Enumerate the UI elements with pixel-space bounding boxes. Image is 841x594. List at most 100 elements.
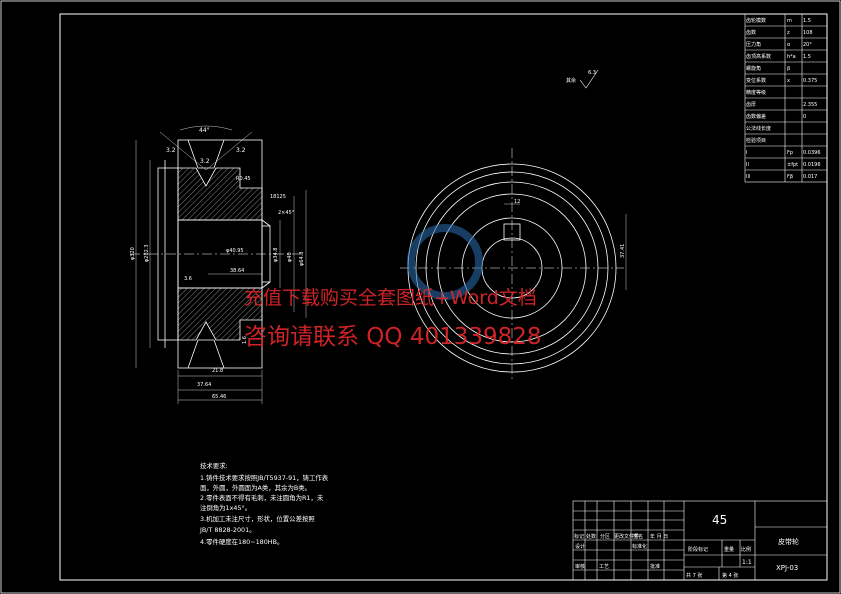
param-cell: 0.0396 — [803, 150, 821, 156]
watermark-line-1: 充值下载购买全套图纸+Word文档 — [244, 287, 537, 309]
param-cell: Fβ — [787, 174, 793, 180]
param-cell: z — [787, 30, 790, 36]
notes-line-1: 1.铸件技术要求按照JB/T5937-91，铸工作表 — [200, 473, 329, 482]
param-cell: 齿数偏差 — [746, 113, 766, 120]
dim-roughness-left: 3.6 — [184, 276, 192, 282]
label-change: 更改文件号 — [614, 533, 639, 540]
dim-groove-bottom: 1.6 — [242, 336, 248, 344]
param-cell: 公法线长度 — [746, 125, 771, 132]
param-cell: 0.375 — [803, 78, 817, 84]
param-cell: 齿轮模数 — [746, 17, 766, 24]
dim-hub-small: φ40.95 — [226, 248, 244, 254]
param-cell: 变位系数 — [746, 77, 766, 84]
label-date: 年 月 日 — [650, 533, 668, 540]
param-cell: β — [787, 66, 790, 72]
inner-border — [59, 13, 828, 581]
param-cell: Fp — [787, 150, 793, 156]
param-cell: 压力角 — [746, 41, 761, 48]
dim-pitch: φ282.3 — [144, 244, 150, 262]
watermark-logo — [407, 224, 483, 300]
tech-notes: 技术要求: 1.铸件技术要求按照JB/T5937-91，铸工作表 面，外圆，外圆… — [199, 461, 329, 546]
dim-bottom-width: 37.64 — [197, 382, 211, 388]
label-process: 工艺 — [599, 564, 609, 570]
dim-r-right: 3.2 — [236, 147, 246, 154]
dim-groove-depth: 21.8 — [212, 368, 223, 374]
label-zone: 分区 — [600, 533, 610, 540]
bottom-groove — [187, 339, 225, 369]
param-cell: 1.5 — [803, 54, 811, 60]
finish-value: 6.3 — [588, 70, 596, 76]
dim-texts: 44° 3.2 3.2 3.2 R0.45 18125 2×45° φ40.95… — [130, 70, 626, 400]
label-count: 处数 — [586, 533, 596, 540]
sheet-total: 共 7 张 — [686, 572, 702, 579]
param-cell: 精度等级 — [746, 89, 766, 96]
notes-title: 技术要求: — [200, 461, 228, 470]
dim-bore-right: 37.41 — [620, 244, 626, 258]
dim-chamfer-top: R0.45 — [236, 176, 251, 182]
param-cell: 2.355 — [803, 102, 817, 108]
material: 45 — [712, 513, 727, 527]
top-groove — [187, 139, 225, 169]
dim-key-width: 12 — [514, 199, 520, 205]
notes-line-6: JB/T 8828-2001。 — [199, 526, 256, 534]
dim-width-top: 18125 — [270, 194, 286, 200]
dim-bore: φ40 — [287, 252, 293, 262]
stage-mark: 阶段标记 — [688, 546, 708, 553]
param-cell: 检验项目 — [746, 137, 766, 144]
label-design: 设计 — [575, 543, 585, 550]
param-cell: x — [787, 78, 790, 84]
keyway-line-2 — [261, 281, 271, 289]
dim-groove-top: 3.2 — [200, 158, 210, 165]
param-cell: 0 — [803, 114, 806, 120]
param-cell: 齿数 — [746, 29, 756, 36]
param-cell: 齿厚 — [746, 102, 756, 108]
label-approve: 批准 — [650, 563, 660, 570]
param-cell: I — [746, 150, 747, 156]
scale: 1:1 — [742, 559, 752, 566]
param-cell: 0.017 — [803, 174, 817, 180]
notes-line-7: 4.零件硬度在180~180HB。 — [200, 537, 283, 546]
dim-hub-len: 38.64 — [230, 268, 244, 274]
dim-angle: 44° — [199, 127, 210, 134]
front-view — [400, 69, 627, 380]
dim-outer: φ320 — [130, 247, 136, 260]
label-mark: 标记 — [574, 533, 584, 540]
param-cell: 齿顶高系数 — [746, 53, 771, 60]
notes-line-3: 2.零件表面不得有毛刺，未注圆角为R1，未 — [200, 493, 324, 502]
section-view — [130, 125, 307, 404]
sheet-no: 第 4 张 — [722, 572, 738, 579]
finish-label: 其余 — [566, 77, 576, 84]
param-cell: II — [746, 162, 749, 168]
keyway-line — [261, 219, 271, 227]
notes-line-2: 面，外圆，外圆面为A类，其余为B类。 — [200, 483, 311, 492]
label-review: 审核 — [575, 563, 585, 570]
param-cell: ±fpt — [787, 162, 798, 168]
title-block — [572, 500, 828, 581]
param-cell: III — [746, 174, 750, 180]
param-cell: h*a — [787, 54, 796, 60]
finish-symbol — [579, 69, 599, 89]
title-block-text: 45 皮带轮 XPJ-03 1:1 共 7 张 第 4 张 阶段标记 重量 比例… — [574, 513, 799, 579]
drawing-no: XPJ-03 — [776, 564, 798, 572]
dim-total-width: 65.46 — [212, 394, 226, 400]
notes-line-5: 3.机加工未注尺寸，形状，位置公差按照 — [200, 514, 315, 523]
param-cell: m — [787, 18, 792, 24]
dim-r-left: 3.2 — [166, 147, 176, 154]
param-cell: α — [787, 42, 791, 48]
part-name: 皮带轮 — [778, 537, 799, 546]
label-standardize: 标准化 — [632, 543, 647, 550]
watermark-line-2: 咨询请联系 QQ 401339828 — [244, 324, 542, 350]
param-table: 齿轮模数 m 1.5 齿数 z 108 压力角 α 20° 齿顶高系数 h*a 1.5 螺旋角 β 变位系数… — [744, 13, 828, 183]
param-cell: 20° — [803, 42, 812, 48]
dim-bore-inner: φ34.8 — [273, 248, 279, 262]
dim-hub-outer: φ64.8 — [299, 252, 305, 266]
param-cell: 108 — [803, 30, 813, 36]
param-cell: 1.5 — [803, 18, 811, 24]
notes-line-4: 注倒角为1x45°。 — [200, 503, 251, 512]
param-cell: 0.0196 — [803, 162, 821, 168]
watermark: 充值下载购买全套图纸+Word文档 咨询请联系 QQ 401339828 — [244, 224, 542, 350]
param-cell: 螺旋角 — [746, 65, 761, 72]
weight: 重量 — [724, 546, 734, 553]
